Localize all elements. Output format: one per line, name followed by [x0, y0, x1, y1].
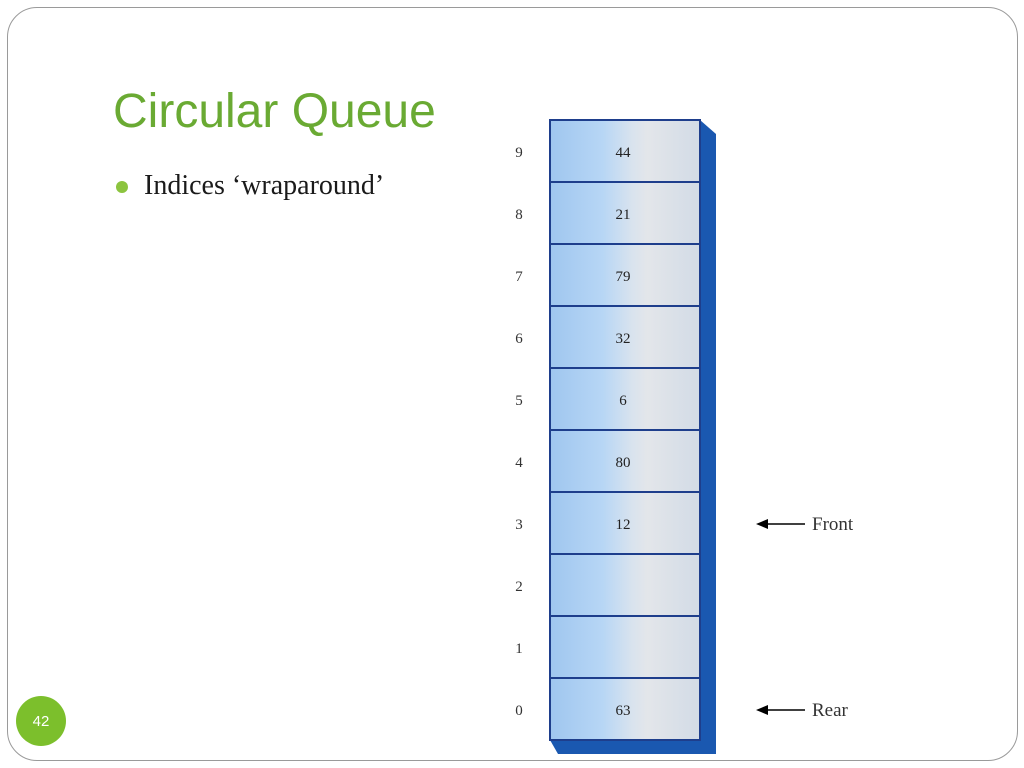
- queue-cell: [549, 553, 701, 617]
- cell-value: 21: [616, 207, 631, 223]
- cell-value: 79: [616, 269, 631, 285]
- cell-index-label: 8: [515, 207, 523, 223]
- cell-value: 44: [616, 145, 632, 161]
- front-pointer-arrow-head: [756, 519, 768, 529]
- cell-value: 32: [616, 331, 631, 347]
- queue-cell: [549, 119, 701, 183]
- cell-value: 63: [616, 703, 631, 719]
- queue-cell: [549, 615, 701, 679]
- bullet-icon: [116, 181, 128, 193]
- queue-cell: [549, 429, 701, 493]
- cell-value: 12: [616, 517, 631, 533]
- cell-index-label: 4: [515, 455, 523, 471]
- slide-title: Circular Queue: [113, 85, 436, 138]
- queue-cell: [549, 491, 701, 555]
- cell-index-label: 2: [515, 579, 523, 595]
- cell-index-label: 9: [515, 145, 523, 161]
- cell-index-label: 7: [515, 269, 523, 285]
- queue-cell: [549, 367, 701, 431]
- rear-pointer-arrow-head: [756, 705, 768, 715]
- cell-value: 6: [619, 393, 627, 409]
- bullet-text: Indices ‘wraparound’: [144, 170, 385, 201]
- slide: [7, 7, 1018, 761]
- cell-index-label: 3: [515, 517, 523, 533]
- rear-pointer-label: Rear: [812, 700, 849, 721]
- cell-index-label: 0: [515, 703, 523, 719]
- queue-cell: [549, 677, 701, 741]
- queue-cell: [549, 181, 701, 245]
- queue-cell: [549, 243, 701, 307]
- front-pointer-label: Front: [812, 514, 854, 535]
- cell-index-label: 6: [515, 331, 523, 347]
- cell-index-label: 5: [515, 393, 523, 409]
- cell-index-label: 1: [515, 641, 523, 657]
- page-number: 42: [16, 696, 66, 746]
- cell-value: 80: [616, 455, 631, 471]
